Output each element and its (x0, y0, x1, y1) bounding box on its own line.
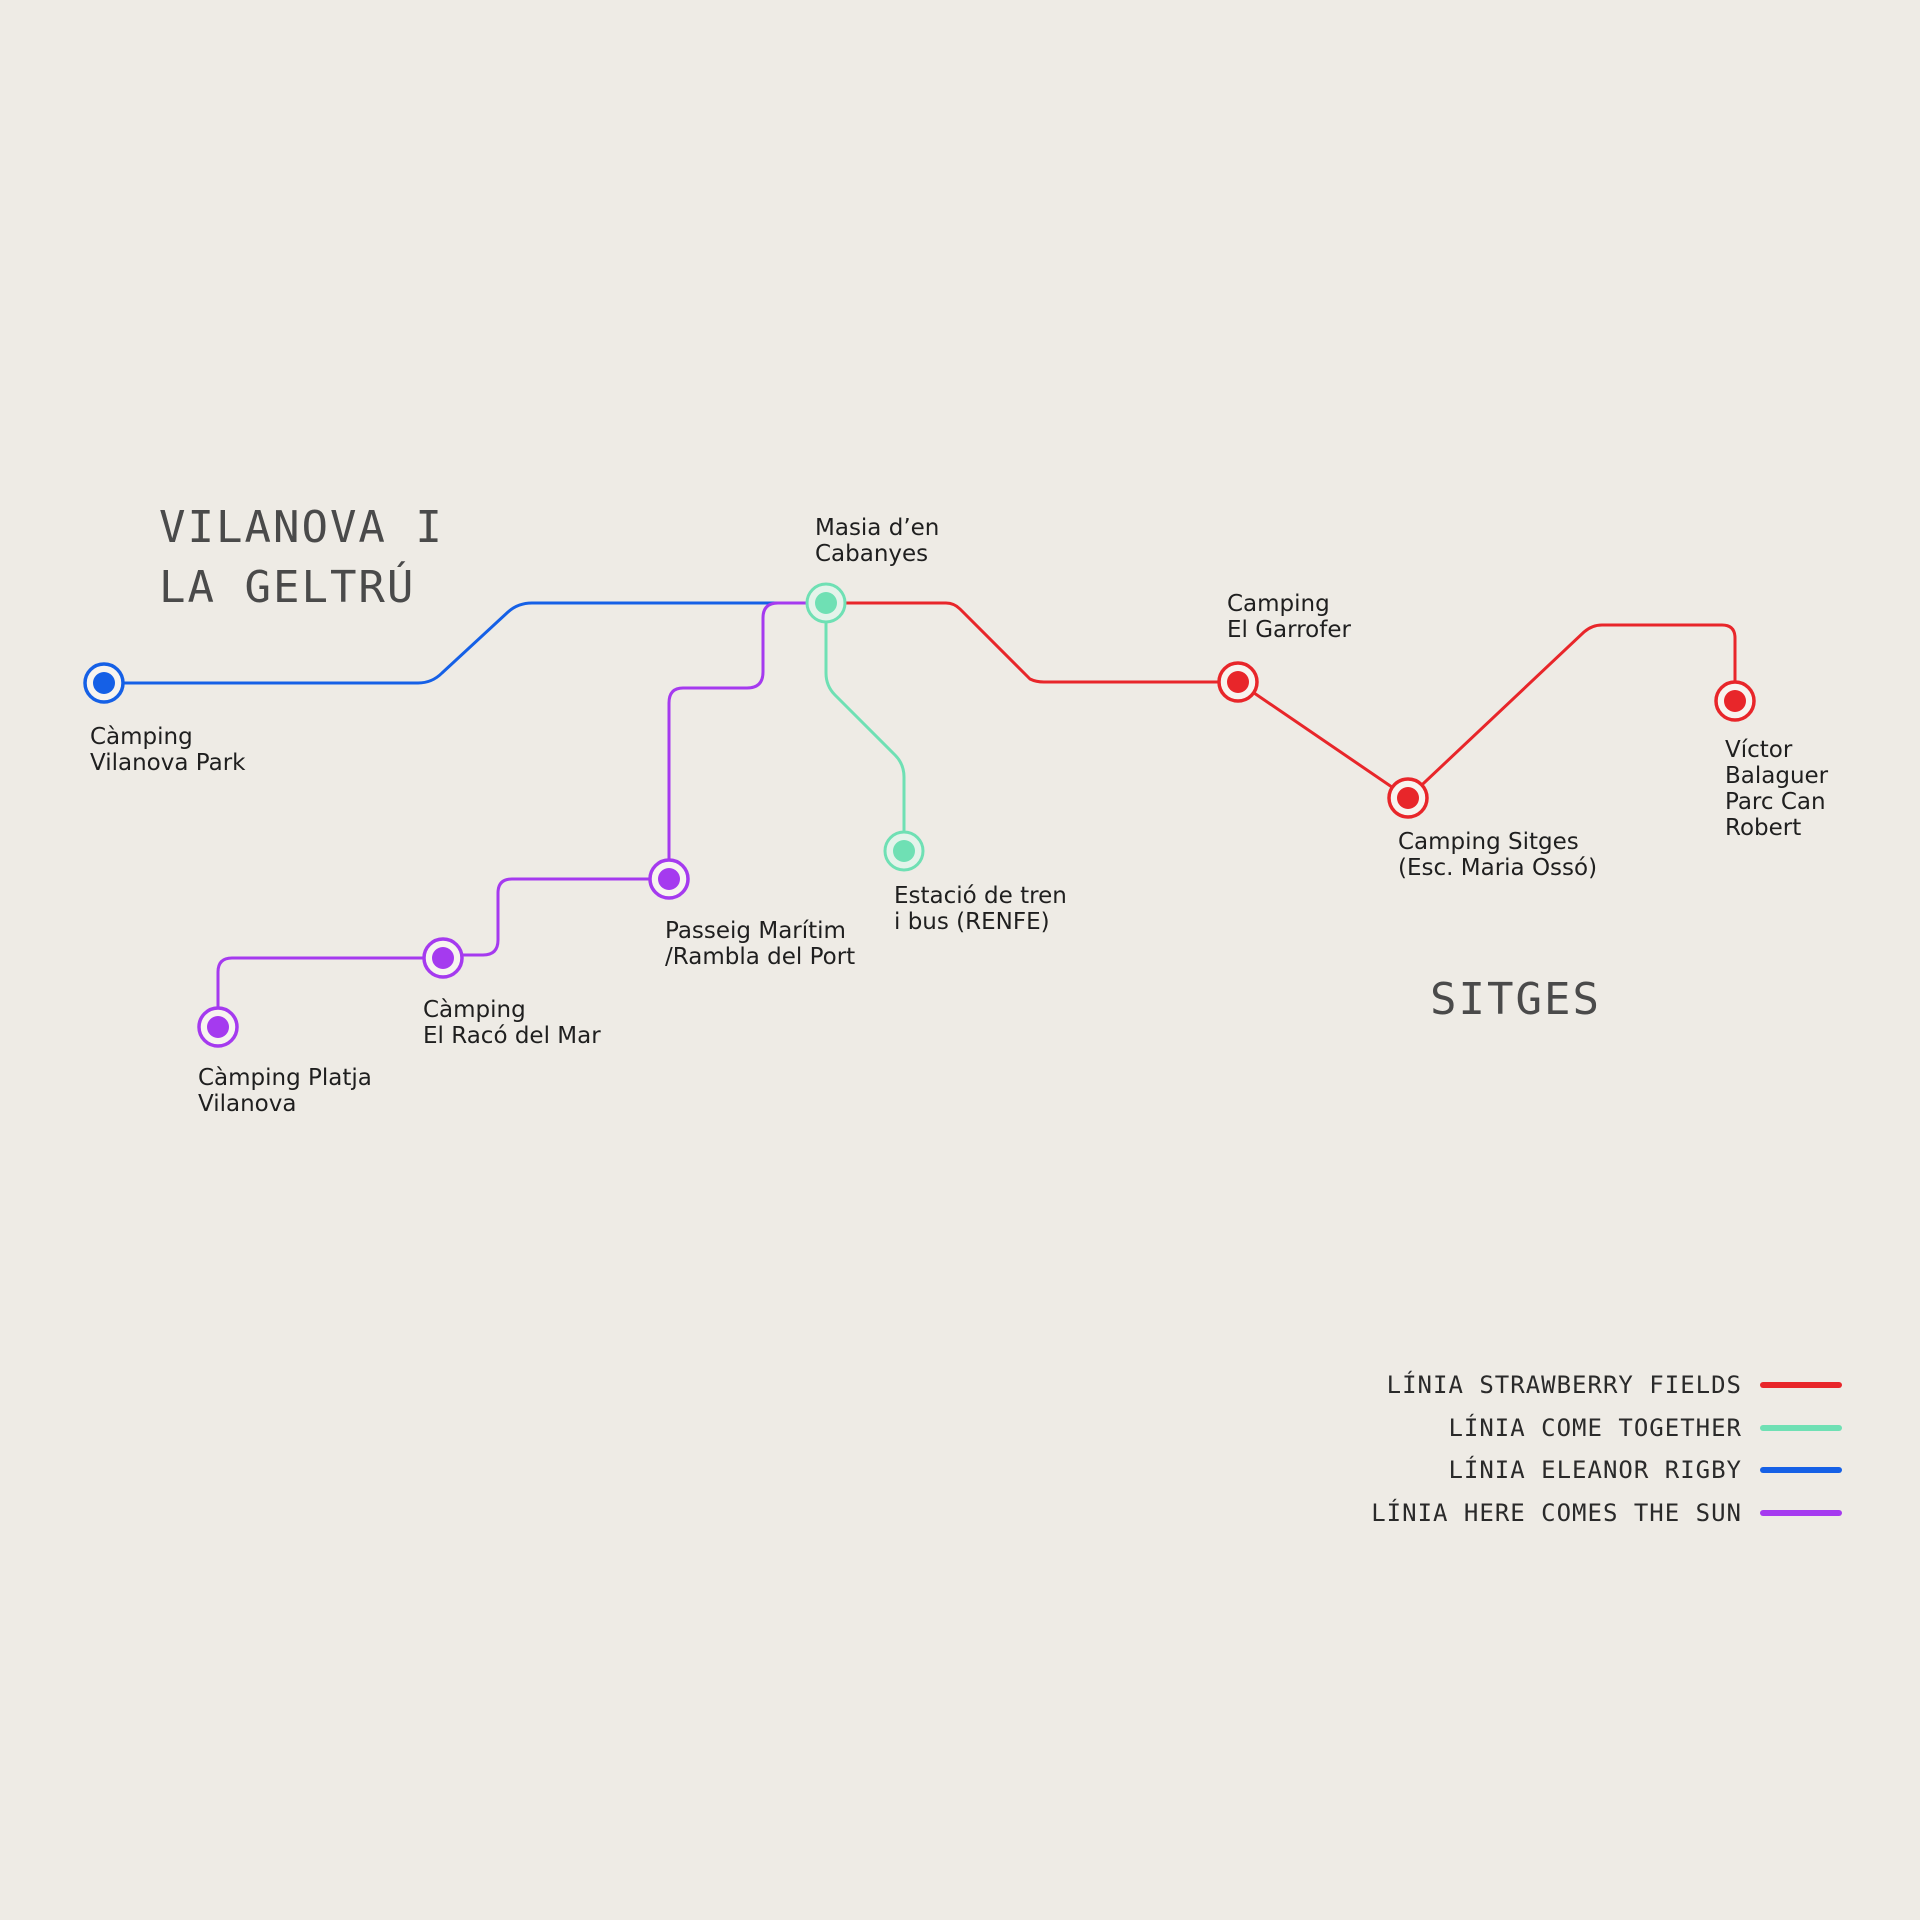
station-label-line: Balaguer (1725, 763, 1829, 789)
station-label-masia[interactable]: Masia d’en Cabanyes (815, 515, 939, 567)
station-dot (207, 1016, 229, 1038)
station-marker-passeig[interactable] (648, 858, 690, 900)
route-eleanor-rigby (102, 601, 828, 685)
station-dot (1397, 787, 1419, 809)
legend: LÍNIA STRAWBERRY FIELDS LÍNIA COME TOGET… (1371, 1364, 1842, 1534)
station-marker-garrofer[interactable] (1217, 661, 1259, 703)
station-label-victor[interactable]: Víctor Balaguer Parc Can Robert (1725, 737, 1828, 841)
station-label-line: Parc Can (1725, 789, 1826, 815)
station-marker-raco[interactable] (422, 937, 464, 979)
station-label-line: Càmping (90, 724, 193, 750)
station-marker-estacio[interactable] (883, 830, 925, 872)
legend-label: LÍNIA COME TOGETHER (1448, 1413, 1742, 1442)
city-label-line: VILANOVA I (159, 502, 444, 553)
station-label-line: /Rambla del Port (665, 944, 856, 970)
route-here-comes-the-sun (216, 601, 828, 1029)
station-label-line: Robert (1725, 815, 1802, 841)
legend-label: LÍNIA HERE COMES THE SUN (1371, 1498, 1742, 1527)
station-label-line: Masia d’en (815, 515, 940, 541)
station-label-line: Víctor (1725, 737, 1793, 763)
legend-swatch (1760, 1424, 1842, 1431)
station-label-sitges-camp[interactable]: Camping Sitges (Esc. Maria Ossó) (1398, 829, 1597, 881)
station-label-line: Camping (1227, 591, 1330, 617)
station-label-line: Vilanova (198, 1091, 297, 1117)
legend-label: LÍNIA ELEANOR RIGBY (1448, 1456, 1742, 1485)
station-label-line: Cabanyes (815, 541, 929, 567)
station-marker-platja[interactable] (197, 1006, 239, 1048)
station-marker-vilanova-park[interactable] (83, 662, 125, 704)
legend-item-eleanor-rigby[interactable]: LÍNIA ELEANOR RIGBY (1371, 1449, 1842, 1492)
route-strawberry-fields (824, 601, 1737, 800)
station-label-line: Vilanova Park (90, 750, 246, 776)
station-label-garrofer[interactable]: Camping El Garrofer (1227, 591, 1351, 643)
station-dot (93, 672, 115, 694)
city-label-line: SITGES (1430, 974, 1601, 1025)
station-dot (658, 868, 680, 890)
station-label-passeig[interactable]: Passeig Marítim /Rambla del Port (665, 918, 855, 970)
station-label-line: Càmping (423, 997, 526, 1023)
station-marker-masia[interactable] (805, 582, 847, 624)
station-dot (893, 840, 915, 862)
station-marker-sitges-camp[interactable] (1387, 777, 1429, 819)
legend-swatch (1760, 1382, 1842, 1389)
station-dot (1227, 671, 1249, 693)
city-label-sitges: SITGES (1430, 970, 1601, 1030)
legend-item-here-comes-the-sun[interactable]: LÍNIA HERE COMES THE SUN (1371, 1492, 1842, 1535)
legend-swatch (1760, 1467, 1842, 1474)
station-label-line: (Esc. Maria Ossó) (1398, 855, 1598, 881)
station-label-line: El Garrofer (1227, 617, 1351, 643)
station-label-vilanova-park[interactable]: Càmping Vilanova Park (90, 724, 245, 776)
station-label-line: Passeig Marítim (665, 918, 846, 944)
city-label-line: LA GELTRÚ (159, 562, 416, 613)
station-marker-victor[interactable] (1714, 680, 1756, 722)
station-label-line: Estació de tren (894, 883, 1067, 909)
station-label-estacio[interactable]: Estació de tren i bus (RENFE) (894, 883, 1067, 935)
station-label-platja[interactable]: Càmping Platja Vilanova (198, 1065, 372, 1117)
station-label-raco[interactable]: Càmping El Racó del Mar (423, 997, 601, 1049)
legend-swatch (1760, 1509, 1842, 1516)
station-label-line: i bus (RENFE) (894, 909, 1050, 935)
station-dot (1724, 690, 1746, 712)
route-come-together (824, 601, 906, 853)
station-label-line: Càmping Platja (198, 1065, 372, 1091)
station-label-line: Camping Sitges (1398, 829, 1579, 855)
city-label-vilanova: VILANOVA I LA GELTRÚ (159, 498, 444, 618)
station-label-line: El Racó del Mar (423, 1023, 601, 1049)
legend-label: LÍNIA STRAWBERRY FIELDS (1386, 1371, 1742, 1400)
station-dot (432, 947, 454, 969)
station-dot (815, 592, 837, 614)
legend-item-come-together[interactable]: LÍNIA COME TOGETHER (1371, 1407, 1842, 1450)
legend-item-strawberry[interactable]: LÍNIA STRAWBERRY FIELDS (1371, 1364, 1842, 1407)
